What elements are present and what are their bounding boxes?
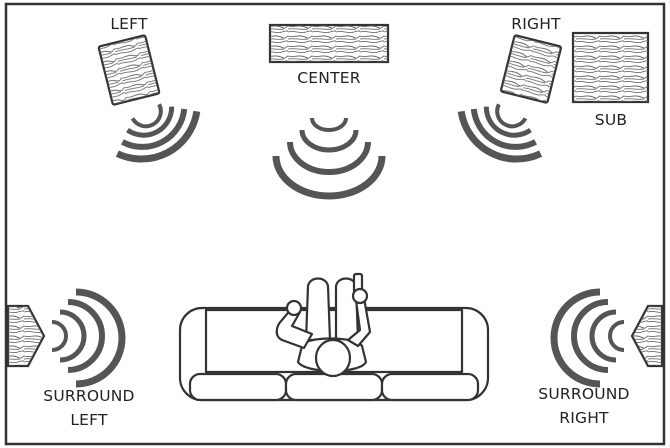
surround-right-label-line1: SURROUND (538, 385, 629, 403)
room-outline (4, 2, 666, 446)
right-speaker-waves (457, 103, 543, 163)
right-label: RIGHT (511, 15, 561, 33)
surround-right-speaker (630, 304, 664, 368)
person-on-sofa (275, 272, 372, 378)
surround-left-waves (51, 288, 126, 388)
center-label: CENTER (297, 69, 360, 87)
surround-left-label-line2: LEFT (70, 411, 108, 429)
left-speaker-waves (115, 103, 201, 163)
surround-right-label-line2: RIGHT (559, 409, 609, 427)
center-speaker-waves (272, 117, 386, 200)
center-speaker (268, 23, 390, 64)
surround-left-label-line1: SURROUND (43, 387, 134, 405)
subwoofer (571, 31, 650, 104)
left-label: LEFT (110, 15, 148, 33)
surround-left-speaker (6, 304, 46, 368)
right-speaker (500, 34, 562, 104)
surround-right-waves (550, 288, 625, 388)
left-speaker (97, 34, 161, 106)
sub-label: SUB (595, 111, 627, 129)
